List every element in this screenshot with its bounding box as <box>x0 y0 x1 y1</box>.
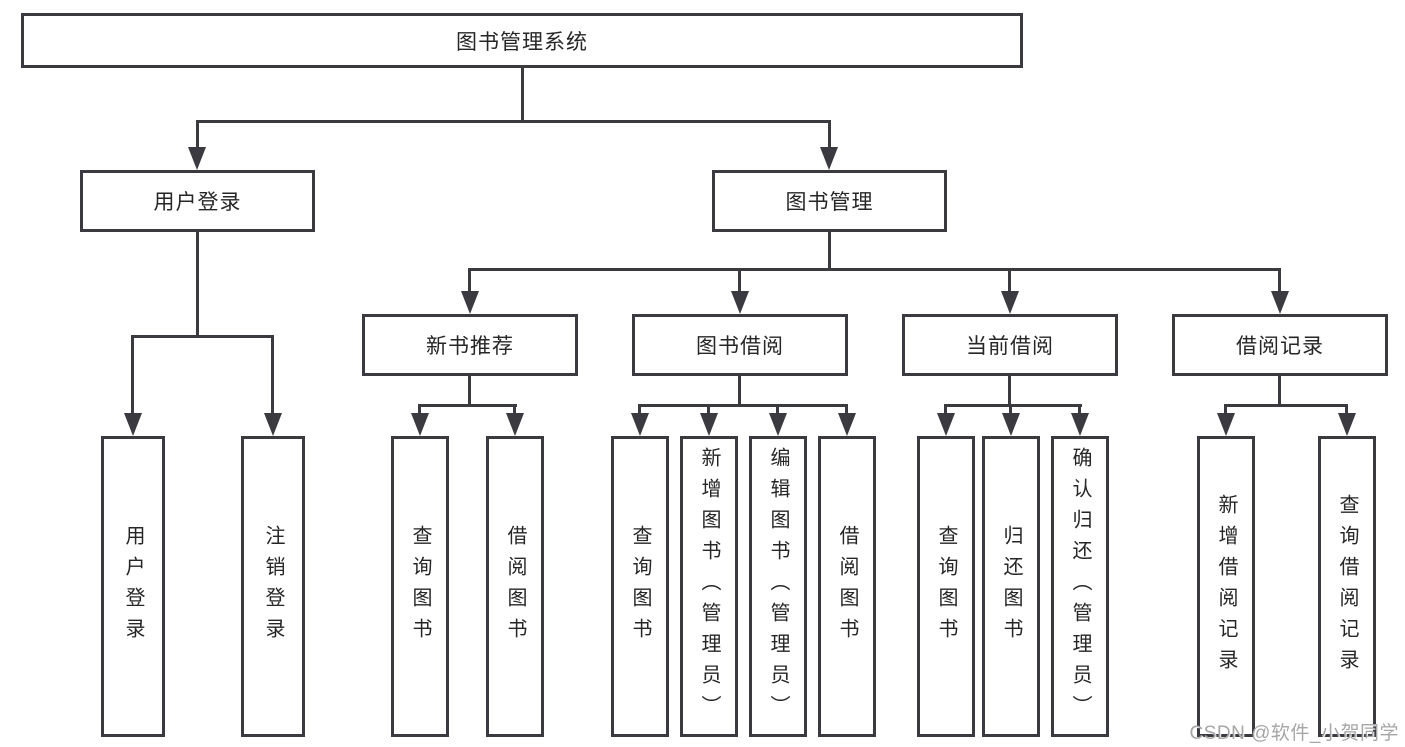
connector-borrowing-records-drop <box>1345 404 1348 414</box>
connector-user-login-drop <box>271 335 274 414</box>
connector-book-management-drop <box>1278 268 1281 292</box>
arrowhead-down-icon <box>264 413 282 436</box>
connector-borrowing-records-stem <box>1278 376 1281 407</box>
node-book-borrowing: 图书借阅 <box>632 314 848 376</box>
node-label: 图书管理 <box>785 191 874 214</box>
leaf-add-books-admin: 新增图书（管理员） <box>680 436 738 737</box>
leaf-label: 新增借阅记录 <box>1215 493 1237 680</box>
node-user-login: 用户登录 <box>80 170 315 232</box>
leaf-label: 编辑图书（管理员） <box>767 447 789 726</box>
arrowhead-down-icon <box>1071 413 1089 436</box>
connector-book-borrowing-stem <box>738 376 741 407</box>
node-label: 当前借阅 <box>966 335 1054 358</box>
arrowhead-down-icon <box>461 291 479 314</box>
leaf-confirm-return-admin: 确认归还（管理员） <box>1051 436 1109 737</box>
leaf-add-borrowing-record: 新增借阅记录 <box>1197 436 1255 737</box>
connector-root-bus <box>196 120 831 123</box>
watermark-text: CSDN @软件_小贺同学 <box>1189 723 1399 744</box>
connector-book-management-bus <box>468 268 1281 271</box>
connector-new-book-drop <box>418 404 421 414</box>
connector-book-borrowing-bus <box>638 404 848 407</box>
leaf-label: 新增图书（管理员） <box>698 447 720 726</box>
connector-borrowing-records-drop <box>1224 404 1227 414</box>
arrowhead-down-icon <box>188 147 206 170</box>
connector-new-book-stem <box>468 376 471 407</box>
arrowhead-down-icon <box>1338 413 1356 436</box>
arrowhead-down-icon <box>1001 291 1019 314</box>
arrowhead-down-icon <box>937 413 955 436</box>
leaf-label: 查询图书 <box>409 524 431 649</box>
connector-borrowing-records-bus <box>1224 404 1348 407</box>
connector-root-drop-right <box>828 120 831 148</box>
leaf-label: 借阅图书 <box>836 524 858 649</box>
node-label: 新书推荐 <box>426 335 514 358</box>
arrowhead-down-icon <box>1217 413 1235 436</box>
connector-current-borrowing-stem <box>1008 376 1011 407</box>
connector-root-stem <box>521 68 524 123</box>
arrowhead-down-icon <box>700 413 718 436</box>
leaf-label: 查询图书 <box>935 524 957 649</box>
arrowhead-down-icon <box>731 291 749 314</box>
connector-current-borrowing-drop <box>1009 404 1012 414</box>
node-book-management: 图书管理 <box>712 170 947 232</box>
connector-book-borrowing-drop <box>776 404 779 414</box>
arrowhead-down-icon <box>631 413 649 436</box>
leaf-label: 归还图书 <box>1000 524 1022 649</box>
leaf-label: 确认归还（管理员） <box>1069 447 1091 726</box>
arrowhead-down-icon <box>506 413 524 436</box>
leaf-edit-books-admin: 编辑图书（管理员） <box>749 436 807 737</box>
node-new-book-recommendation: 新书推荐 <box>362 314 578 376</box>
leaf-query-borrowing-record: 查询借阅记录 <box>1318 436 1376 737</box>
connector-book-management-drop <box>738 268 741 292</box>
leaf-label: 查询借阅记录 <box>1336 493 1358 680</box>
leaf-label: 注销登录 <box>262 524 284 649</box>
leaf-return-books: 归还图书 <box>982 436 1040 737</box>
leaf-user-login: 用户登录 <box>101 436 165 737</box>
leaf-borrow-books-recommend: 借阅图书 <box>486 436 544 737</box>
connector-current-borrowing-bus <box>944 404 1082 407</box>
arrowhead-down-icon <box>411 413 429 436</box>
node-current-borrowing: 当前借阅 <box>902 314 1118 376</box>
node-label: 用户登录 <box>153 191 242 214</box>
node-library-management-system: 图书管理系统 <box>21 13 1023 68</box>
leaf-query-books-borrowing: 查询图书 <box>611 436 669 737</box>
connector-book-management-drop <box>1008 268 1011 292</box>
arrowhead-down-icon <box>124 413 142 436</box>
connector-book-borrowing-drop <box>707 404 710 414</box>
connector-book-management-drop <box>468 268 471 292</box>
connector-book-borrowing-drop <box>638 404 641 414</box>
connector-current-borrowing-drop <box>1078 404 1081 414</box>
connector-new-book-bus <box>418 404 517 407</box>
leaf-label: 用户登录 <box>122 524 144 649</box>
node-label: 借阅记录 <box>1236 335 1324 358</box>
connector-book-management-stem <box>828 232 831 271</box>
node-label: 图书借阅 <box>696 335 784 358</box>
leaf-query-books-current: 查询图书 <box>917 436 975 737</box>
arrowhead-down-icon <box>820 147 838 170</box>
connector-user-login-stem <box>196 232 199 338</box>
arrowhead-down-icon <box>1002 413 1020 436</box>
connector-root-drop-left <box>196 120 199 148</box>
leaf-label: 借阅图书 <box>504 524 526 649</box>
leaf-query-books-recommend: 查询图书 <box>391 436 449 737</box>
connector-user-login-drop <box>131 335 134 414</box>
arrowhead-down-icon <box>1271 291 1289 314</box>
arrowhead-down-icon <box>769 413 787 436</box>
leaf-borrow-books-borrowing: 借阅图书 <box>818 436 876 737</box>
leaf-label: 查询图书 <box>629 524 651 649</box>
node-borrowing-records: 借阅记录 <box>1172 314 1388 376</box>
node-label: 图书管理系统 <box>456 30 588 54</box>
leaf-logout: 注销登录 <box>241 436 305 737</box>
connector-current-borrowing-drop <box>944 404 947 414</box>
connector-new-book-drop <box>513 404 516 414</box>
connector-book-borrowing-drop <box>845 404 848 414</box>
connector-user-login-bus <box>131 335 274 338</box>
arrowhead-down-icon <box>838 413 856 436</box>
